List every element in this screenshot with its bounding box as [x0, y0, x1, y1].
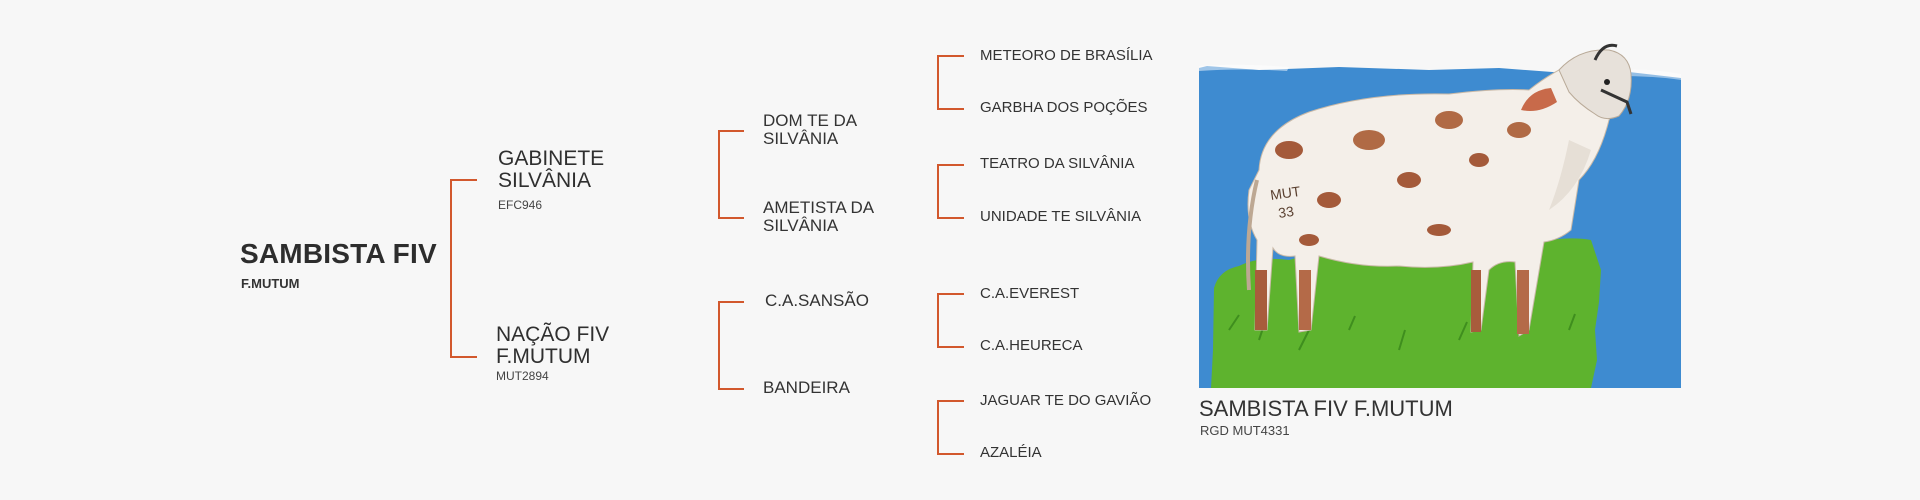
parent-sire-name-line2: SILVÂNIA [498, 169, 591, 192]
parent-sire-name-line1: GABINETE [498, 147, 605, 170]
grandparent-1-line1: DOM TE DA [763, 111, 858, 130]
svg-text:MUT: MUT [1269, 183, 1302, 203]
grandparent-1[interactable]: DOM TE DA SILVÂNIA [763, 112, 857, 148]
parent-dam[interactable]: NAÇÃO FIV F.MUTUM MUT2894 [496, 323, 610, 384]
great-grandparent-8[interactable]: AZALÉIA [980, 444, 1042, 461]
photo-caption-rgd: RGD MUT4331 [1200, 423, 1290, 438]
bracket-ggp-2 [937, 164, 964, 219]
grandparent-2-line2: SILVÂNIA [763, 216, 839, 235]
bracket-ggp-4 [937, 400, 964, 455]
animal-photo-illustration: MUT 33 [1199, 43, 1681, 388]
grandparent-4[interactable]: BANDEIRA [763, 379, 850, 397]
grandparent-2-line1: AMETISTA DA [763, 198, 875, 217]
parent-sire-code: EFC946 [498, 198, 543, 212]
great-grandparent-1[interactable]: METEORO DE BRASÍLIA [980, 47, 1153, 64]
great-grandparent-7[interactable]: JAGUAR TE DO GAVIÃO [980, 392, 1152, 409]
subject-owner: F.MUTUM [241, 276, 300, 291]
grandparent-1-line2: SILVÂNIA [763, 129, 839, 148]
bracket-dam-grandparents [718, 301, 744, 390]
grandparent-3-line1: C.A.SANSÃO [765, 291, 869, 310]
bracket-ggp-1 [937, 55, 964, 110]
grandparent-4-line1: BANDEIRA [763, 378, 850, 397]
great-grandparent-6[interactable]: C.A.HEURECA [980, 337, 1083, 354]
photo-caption-name: SAMBISTA FIV F.MUTUM [1199, 396, 1453, 421]
bracket-ggp-3 [937, 293, 964, 348]
bracket-parents [450, 179, 477, 358]
animal-photo: MUT 33 [1199, 30, 1681, 388]
great-grandparent-3[interactable]: TEATRO DA SILVÂNIA [980, 155, 1135, 172]
svg-text:33: 33 [1277, 203, 1295, 221]
parent-dam-name-line2: F.MUTUM [496, 345, 591, 368]
great-grandparent-2[interactable]: GARBHA DOS POÇÕES [980, 99, 1148, 116]
parent-sire[interactable]: GABINETE SILVÂNIA EFC946 [498, 147, 605, 213]
great-grandparent-5[interactable]: C.A.EVEREST [980, 285, 1080, 302]
bracket-sire-grandparents [718, 130, 744, 219]
grandparent-3[interactable]: C.A.SANSÃO [765, 292, 869, 310]
parent-dam-name-line1: NAÇÃO FIV [496, 323, 610, 346]
subject-name: SAMBISTA FIV [240, 238, 437, 269]
great-grandparent-4[interactable]: UNIDADE TE SILVÂNIA [980, 208, 1142, 225]
parent-dam-code: MUT2894 [496, 369, 549, 383]
cow-illustration: MUT 33 [1246, 43, 1633, 337]
grandparent-2[interactable]: AMETISTA DA SILVÂNIA [763, 199, 874, 235]
